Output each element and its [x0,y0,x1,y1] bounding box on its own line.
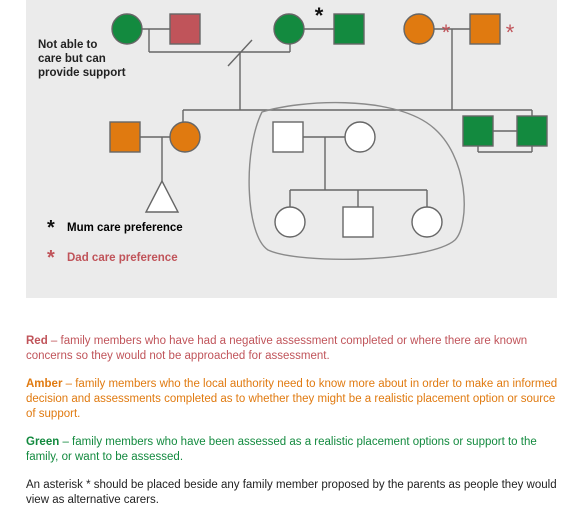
dad-star-icon: * [47,247,55,269]
legend-mum-label: Mum care preference [67,222,183,234]
support-note: Not able to care but can provide support [38,38,126,80]
legend-mum: * Mum care preference [47,217,183,239]
child-1-circle [274,206,306,238]
key-green: Green – family members who have been ass… [26,435,558,465]
divorce-slash [227,39,253,67]
key-green-text: – family members who have been assessed … [26,436,537,463]
pregnancy-triangle [144,179,180,213]
dad-preference-asterisk-1: * [442,20,451,45]
relative-green-square-2 [516,115,548,147]
support-note-line-1: Not able to [38,39,98,51]
dad-preference-asterisk-2: * [506,20,515,45]
legend-dad-label: Dad care preference [67,252,178,264]
legend-dad: * Dad care preference [47,247,178,269]
key-green-term: Green [26,436,60,448]
key-asterisk: An asterisk * should be placed beside an… [26,479,557,506]
household-boundary [248,101,465,260]
key-red-term: Red [26,335,48,347]
grandmother-2-green-circle [273,13,305,45]
grandfather-red-square [169,13,201,45]
key-red-text: – family members who have had a negative… [26,335,528,362]
key-red: Red – family members who have had a nega… [26,334,558,364]
grandmother-3-amber-circle [403,13,435,45]
people [109,13,548,238]
grandmother-green-circle [111,13,143,45]
key-amber-text: – family members who the local authority… [26,378,558,420]
grandfather-3-amber-square [469,13,501,45]
child-2-square [342,206,374,238]
key-amber-term: Amber [26,378,63,390]
genogram-diagram: * * * [109,3,548,260]
key-amber: Amber – family members who the local aut… [26,377,558,422]
uncle-amber-square [109,121,141,153]
support-note-line-3: provide support [38,67,126,79]
mum-star-icon: * [47,217,55,239]
father-square [272,121,304,153]
mother-circle [344,121,376,153]
mum-preference-asterisk: * [315,3,324,28]
child-3-circle [411,206,443,238]
support-note-line-2: care but can [38,53,106,65]
aunt-amber-circle [169,121,201,153]
relative-green-square-1 [462,115,494,147]
grandfather-2-green-square [333,13,365,45]
